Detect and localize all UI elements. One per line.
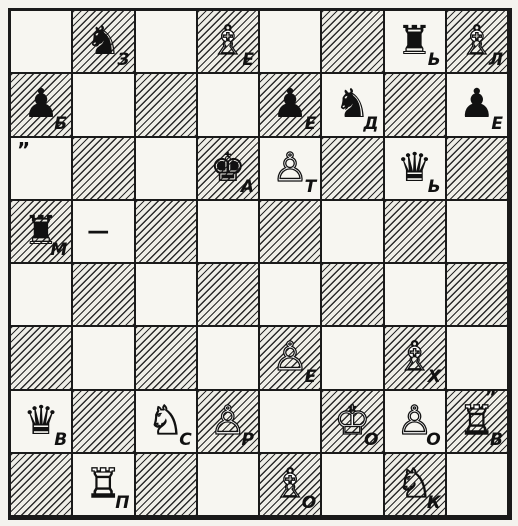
square-e1[interactable]: ♗О bbox=[260, 454, 322, 517]
square-letter-label: Б bbox=[54, 114, 67, 134]
square-h2[interactable]: ♖В” bbox=[447, 391, 509, 454]
square-letter-label: О bbox=[426, 430, 440, 450]
board-mark: — bbox=[87, 219, 109, 244]
square-b5[interactable]: — bbox=[73, 201, 135, 264]
square-f1[interactable] bbox=[322, 454, 384, 517]
square-d3[interactable] bbox=[198, 327, 260, 390]
square-letter-label: Е bbox=[242, 50, 254, 70]
square-letter-label: П bbox=[115, 493, 129, 513]
square-h8[interactable]: ♗Л bbox=[447, 11, 509, 74]
square-letter-label: Д bbox=[363, 114, 378, 134]
square-g7[interactable] bbox=[385, 74, 447, 137]
square-a1[interactable] bbox=[11, 454, 73, 517]
square-b2[interactable] bbox=[73, 391, 135, 454]
square-e4[interactable] bbox=[260, 264, 322, 327]
square-b4[interactable] bbox=[73, 264, 135, 327]
square-d7[interactable] bbox=[198, 74, 260, 137]
square-a6[interactable]: ” bbox=[11, 138, 73, 201]
square-f3[interactable] bbox=[322, 327, 384, 390]
square-c8[interactable] bbox=[136, 11, 198, 74]
square-e3[interactable]: ♙Е bbox=[260, 327, 322, 390]
square-b3[interactable] bbox=[73, 327, 135, 390]
square-g1[interactable]: ♘К bbox=[385, 454, 447, 517]
square-letter-label: Р bbox=[242, 430, 254, 450]
square-f8[interactable] bbox=[322, 11, 384, 74]
square-letter-label: С bbox=[179, 430, 191, 450]
square-h1[interactable] bbox=[447, 454, 509, 517]
square-a3[interactable] bbox=[11, 327, 73, 390]
square-a2[interactable]: ♛В bbox=[11, 391, 73, 454]
square-letter-label: В bbox=[490, 430, 503, 450]
square-letter-label: Ь bbox=[428, 177, 441, 197]
square-b6[interactable] bbox=[73, 138, 135, 201]
square-d1[interactable] bbox=[198, 454, 260, 517]
square-c7[interactable] bbox=[136, 74, 198, 137]
square-a5[interactable]: ♜М bbox=[11, 201, 73, 264]
square-letter-label: Е bbox=[305, 114, 317, 134]
square-letter-label: А bbox=[241, 177, 254, 197]
square-h6[interactable] bbox=[447, 138, 509, 201]
square-g6[interactable]: ♛Ь bbox=[385, 138, 447, 201]
square-e8[interactable] bbox=[260, 11, 322, 74]
square-letter-label: Т bbox=[305, 177, 317, 197]
square-letter-label: Х bbox=[428, 367, 441, 387]
square-g2[interactable]: ♙О bbox=[385, 391, 447, 454]
square-c3[interactable] bbox=[136, 327, 198, 390]
square-letter-label: З bbox=[117, 50, 129, 70]
square-b1[interactable]: ♖П bbox=[73, 454, 135, 517]
square-h5[interactable] bbox=[447, 201, 509, 264]
square-h3[interactable] bbox=[447, 327, 509, 390]
square-letter-label: Е bbox=[491, 114, 503, 134]
square-letter-label: Ь bbox=[428, 50, 441, 70]
square-g4[interactable] bbox=[385, 264, 447, 327]
square-a4[interactable] bbox=[11, 264, 73, 327]
square-h7[interactable]: ♟Е bbox=[447, 74, 509, 137]
square-e7[interactable]: ♟Е bbox=[260, 74, 322, 137]
square-f5[interactable] bbox=[322, 201, 384, 264]
square-f2[interactable]: ♔О bbox=[322, 391, 384, 454]
square-d5[interactable] bbox=[198, 201, 260, 264]
square-c6[interactable] bbox=[136, 138, 198, 201]
square-e5[interactable] bbox=[260, 201, 322, 264]
square-d2[interactable]: ♙Р bbox=[198, 391, 260, 454]
square-a7[interactable]: ♟Б bbox=[11, 74, 73, 137]
square-b8[interactable]: ♞З bbox=[73, 11, 135, 74]
square-b7[interactable] bbox=[73, 74, 135, 137]
square-c5[interactable] bbox=[136, 201, 198, 264]
square-c1[interactable] bbox=[136, 454, 198, 517]
board-mark: ” bbox=[17, 138, 30, 162]
square-e6[interactable]: ♙Т bbox=[260, 138, 322, 201]
square-letter-label: Л bbox=[489, 50, 503, 70]
square-g5[interactable] bbox=[385, 201, 447, 264]
chess-board: ♞З♗Е♜Ь♗Л♟Б♟Е♞Д♟Е”♚А♙Т♛Ь♜М—♙Е♗Х♛В♘С♙Р♔О♙О… bbox=[8, 8, 512, 520]
square-letter-label: М bbox=[50, 240, 67, 260]
square-d8[interactable]: ♗Е bbox=[198, 11, 260, 74]
square-letter-label: О bbox=[302, 493, 316, 513]
square-letter-label: Е bbox=[305, 367, 317, 387]
square-a8[interactable] bbox=[11, 11, 73, 74]
square-d4[interactable] bbox=[198, 264, 260, 327]
square-letter-label: О bbox=[364, 430, 378, 450]
square-d6[interactable]: ♚А bbox=[198, 138, 260, 201]
board-mark: ” bbox=[485, 387, 497, 408]
square-letter-label: К bbox=[427, 493, 441, 513]
square-e2[interactable] bbox=[260, 391, 322, 454]
square-g3[interactable]: ♗Х bbox=[385, 327, 447, 390]
square-letter-label: В bbox=[54, 430, 67, 450]
square-f4[interactable] bbox=[322, 264, 384, 327]
square-g8[interactable]: ♜Ь bbox=[385, 11, 447, 74]
square-f7[interactable]: ♞Д bbox=[322, 74, 384, 137]
square-h4[interactable] bbox=[447, 264, 509, 327]
square-f6[interactable] bbox=[322, 138, 384, 201]
square-c4[interactable] bbox=[136, 264, 198, 327]
square-c2[interactable]: ♘С bbox=[136, 391, 198, 454]
